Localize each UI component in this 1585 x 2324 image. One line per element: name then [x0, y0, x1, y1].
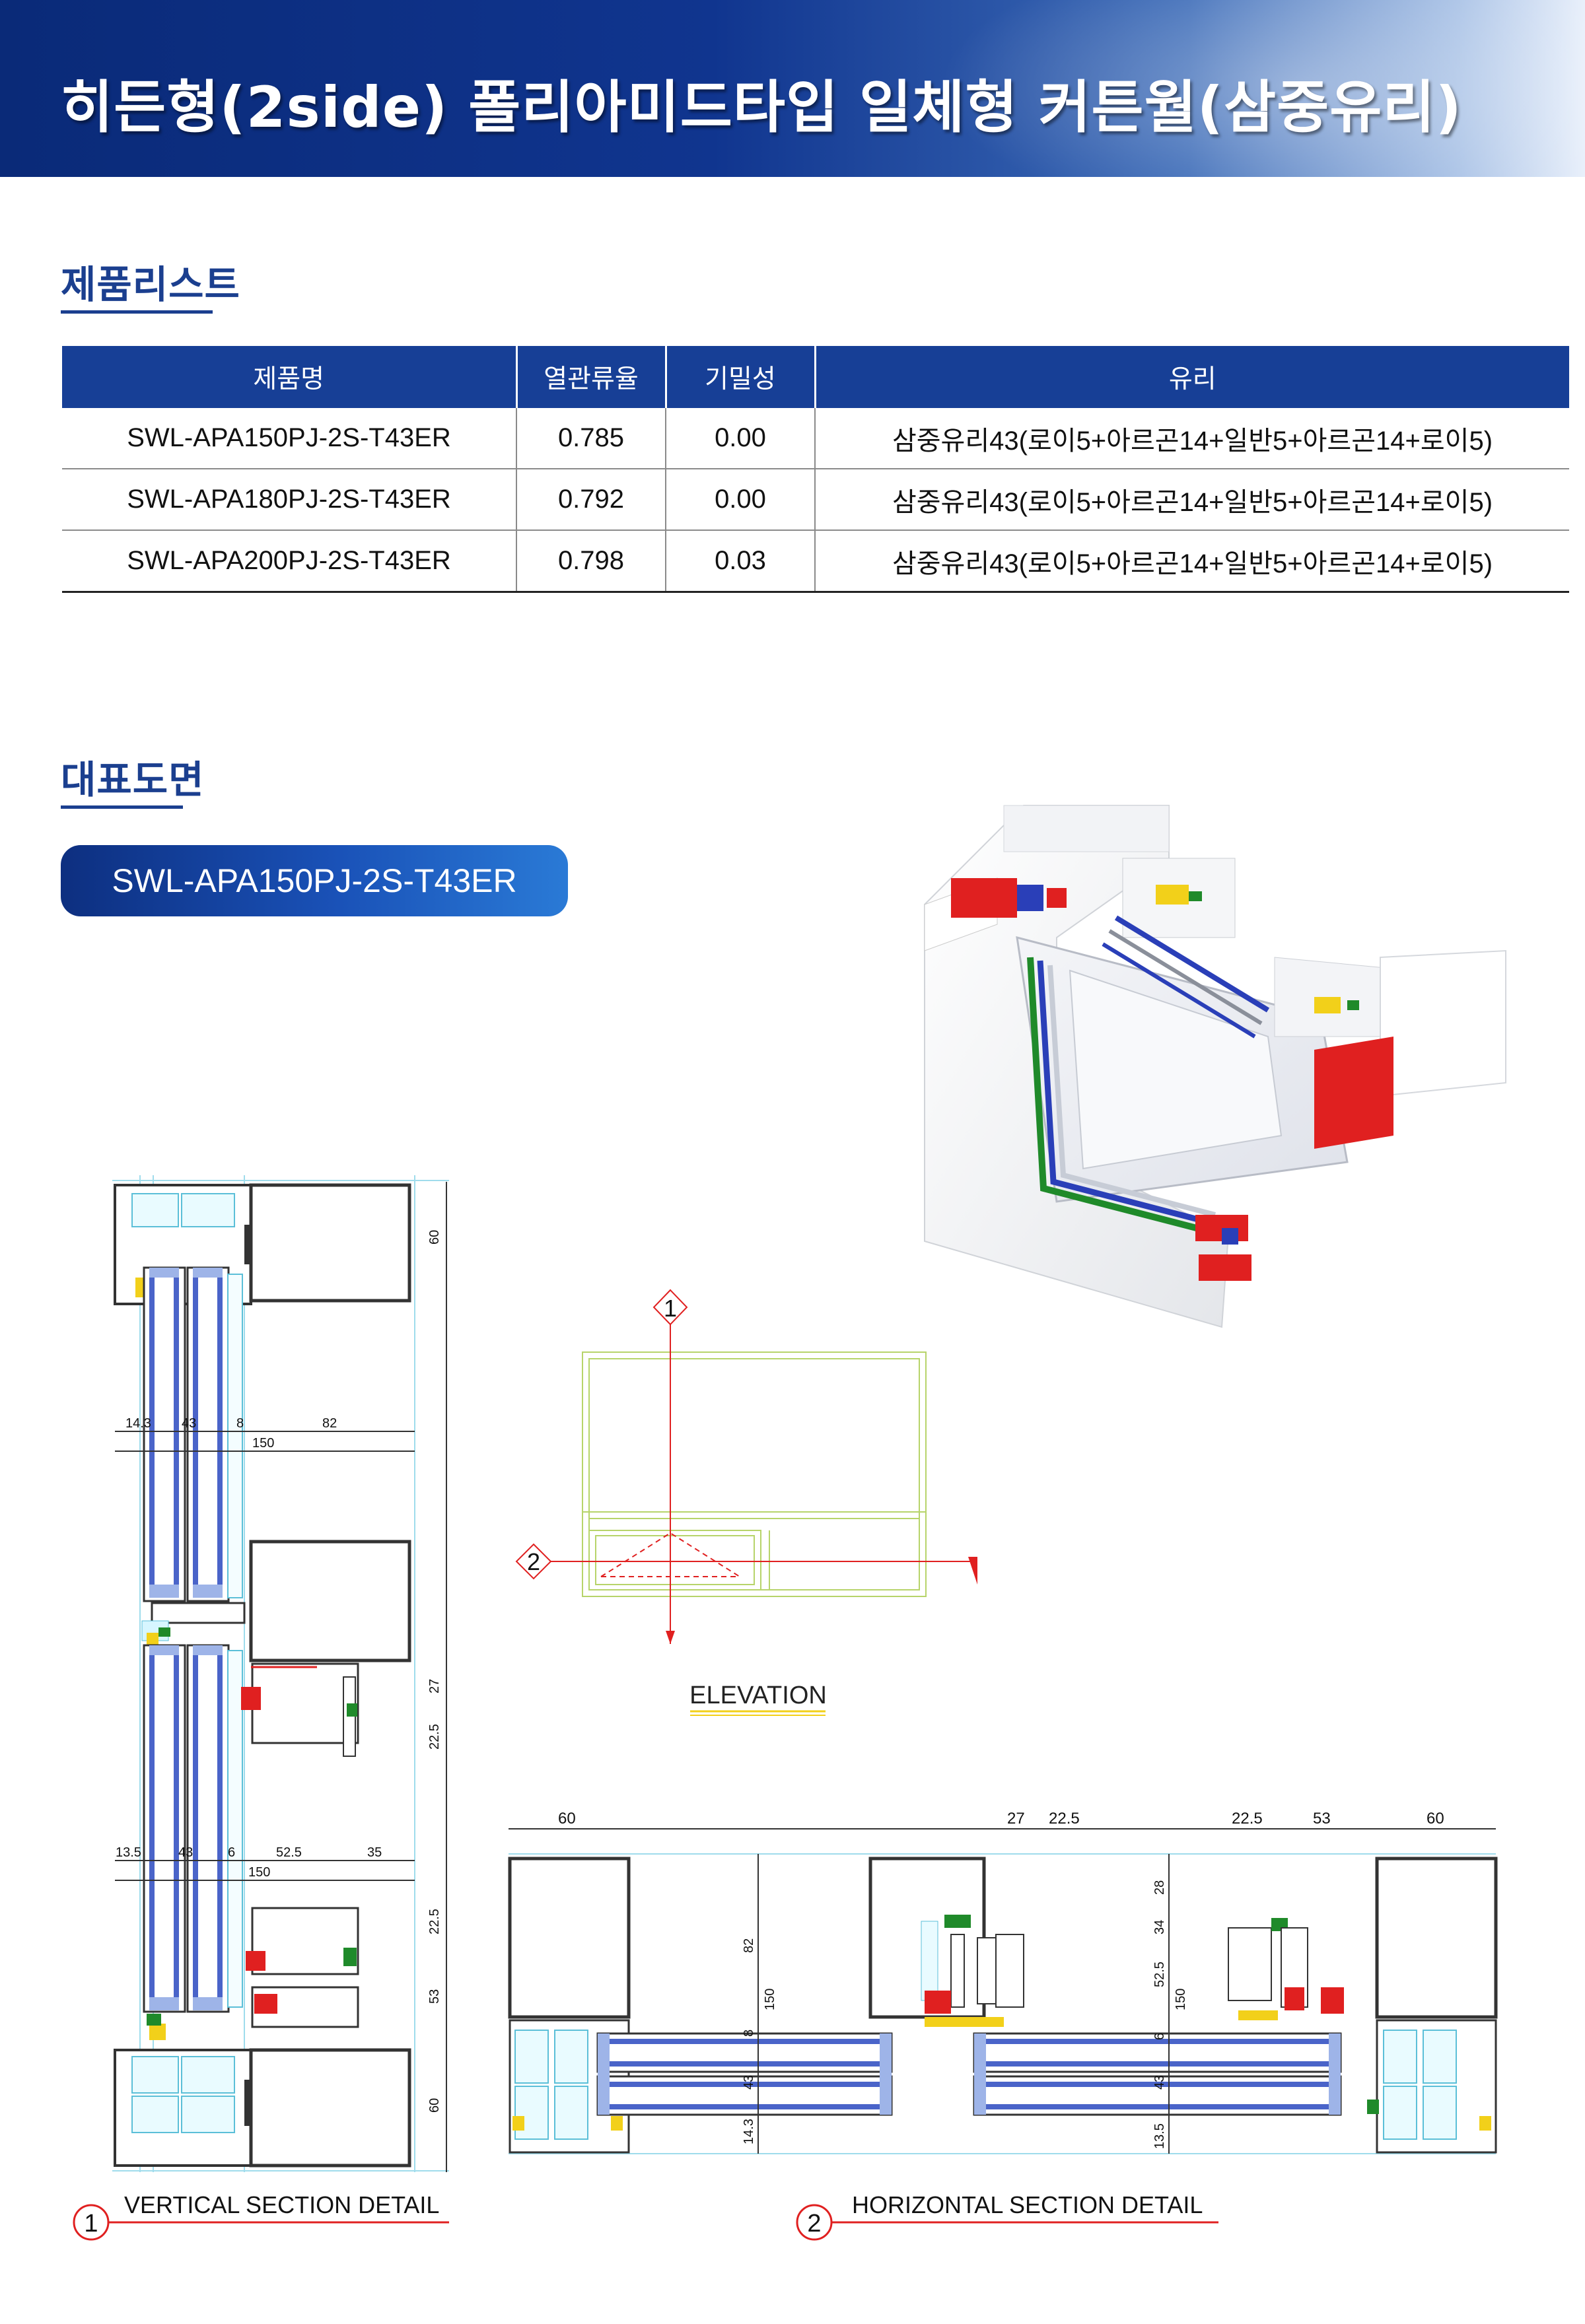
dim-label: 60: [427, 2098, 442, 2113]
section-marker-2: [515, 1543, 552, 1580]
dim-label: 28: [1152, 1880, 1167, 1895]
dim-label: 6: [228, 1845, 235, 1860]
table-row: SWL-APA150PJ-2S-T43ER 0.785 0.00 삼중유리43(…: [62, 408, 1569, 469]
section-marker-1: [652, 1289, 688, 1326]
dim-label: 6: [1152, 2033, 1167, 2040]
cell-glass: 삼중유리43(로이5+아르곤14+일반5+아르곤14+로이5): [814, 530, 1569, 593]
dim-label: 150: [1174, 1989, 1188, 2010]
section-underline: [61, 805, 183, 809]
dim-label: 34: [1152, 1920, 1167, 1934]
section-title-product-list: 제품리스트: [61, 262, 240, 307]
dim-label: 53: [427, 1989, 442, 2004]
column-header-airtightness: 기밀성: [664, 346, 815, 408]
vertical-section-title: VERTICAL SECTION DETAIL: [124, 2191, 439, 2218]
cell-airtightness: 0.00: [665, 469, 815, 531]
dim-label: 27: [1007, 1810, 1025, 1828]
dim-label: 82: [322, 1416, 337, 1431]
dim-label: 14.3: [125, 1416, 151, 1431]
table-header-row: 제품명 열관류율 기밀성 유리: [62, 346, 1569, 408]
dim-label: 43: [178, 1845, 193, 1860]
elevation-label: ELEVATION: [689, 1682, 827, 1709]
page-title: 히든형(2side) 폴리아미드타입 일체형 커튼월(삼중유리): [61, 75, 1462, 141]
dim-label: 22.5: [427, 1724, 442, 1750]
dim-label: 150: [763, 1989, 777, 2010]
column-header-u-value: 열관류율: [515, 346, 666, 408]
dim-label: 53: [1313, 1810, 1331, 1828]
cell-glass: 삼중유리43(로이5+아르곤14+일반5+아르곤14+로이5): [814, 469, 1569, 531]
horizontal-marker-number: 2: [807, 2210, 821, 2238]
section-underline: [61, 310, 213, 314]
cell-u-value: 0.785: [516, 408, 666, 469]
dim-label: 150: [252, 1436, 274, 1451]
3d-section-render: [924, 805, 1506, 1328]
dim-label: 13.5: [116, 1845, 141, 1860]
dim-label: 60: [558, 1810, 576, 1828]
column-header-glass: 유리: [814, 346, 1569, 408]
dim-label: 150: [248, 1865, 270, 1880]
dim-label: 8: [236, 1416, 244, 1431]
horizontal-section-drawing: 60 27 22.5 22.5 53 60 82 150 8: [508, 1810, 1498, 2241]
dim-label: 13.5: [1152, 2123, 1167, 2149]
model-badge: SWL-APA150PJ-2S-T43ER: [61, 845, 568, 916]
column-header-product-name: 제품명: [62, 346, 516, 408]
vertical-section-drawing: 14.3 43 8 82 150 13.5 43 6 52.5 35 150 6…: [73, 1175, 449, 2241]
cell-u-value: 0.792: [516, 469, 666, 531]
product-table: 제품명 열관류율 기밀성 유리 SWL-APA150PJ-2S-T43ER 0.…: [62, 346, 1569, 593]
dim-label: 8: [742, 2030, 756, 2037]
dim-label: 82: [742, 1938, 756, 1953]
dim-label: 22.5: [1049, 1810, 1080, 1828]
dim-label: 52.5: [1152, 1962, 1167, 1987]
marker-2-label: 2: [527, 1548, 540, 1575]
table-row: SWL-APA200PJ-2S-T43ER 0.798 0.03 삼중유리43(…: [62, 530, 1569, 593]
dim-label: 60: [1426, 1810, 1444, 1828]
header-banner: 히든형(2side) 폴리아미드타입 일체형 커튼월(삼중유리): [0, 0, 1585, 177]
dim-label: 60: [427, 1230, 442, 1245]
vertical-marker-number: 1: [84, 2210, 98, 2238]
elevation-drawing: 1 2 ELEVATION: [515, 1289, 977, 1716]
cell-u-value: 0.798: [516, 530, 666, 593]
dim-label: 35: [367, 1845, 382, 1860]
table-row: SWL-APA180PJ-2S-T43ER 0.792 0.00 삼중유리43(…: [62, 469, 1569, 531]
horizontal-section-title: HORIZONTAL SECTION DETAIL: [852, 2191, 1203, 2218]
dim-label: 14.3: [742, 2119, 756, 2144]
cell-product-name: SWL-APA200PJ-2S-T43ER: [62, 530, 516, 593]
dim-label: 43: [742, 2075, 756, 2090]
dim-label: 22.5: [427, 1909, 442, 1934]
dim-label: 22.5: [1232, 1810, 1263, 1828]
dim-label: 43: [182, 1416, 196, 1431]
cell-airtightness: 0.03: [665, 530, 815, 593]
marker-1-label: 1: [664, 1295, 677, 1322]
cell-product-name: SWL-APA180PJ-2S-T43ER: [62, 469, 516, 531]
dim-label: 27: [427, 1679, 442, 1693]
dim-label: 43: [1152, 2075, 1167, 2090]
cell-airtightness: 0.00: [665, 408, 815, 469]
banner-decoration: [938, 0, 1585, 177]
cell-product-name: SWL-APA150PJ-2S-T43ER: [62, 408, 516, 469]
dim-label: 52.5: [276, 1845, 302, 1860]
section-title-drawing: 대표도면: [61, 757, 205, 802]
cell-glass: 삼중유리43(로이5+아르곤14+일반5+아르곤14+로이5): [814, 408, 1569, 469]
